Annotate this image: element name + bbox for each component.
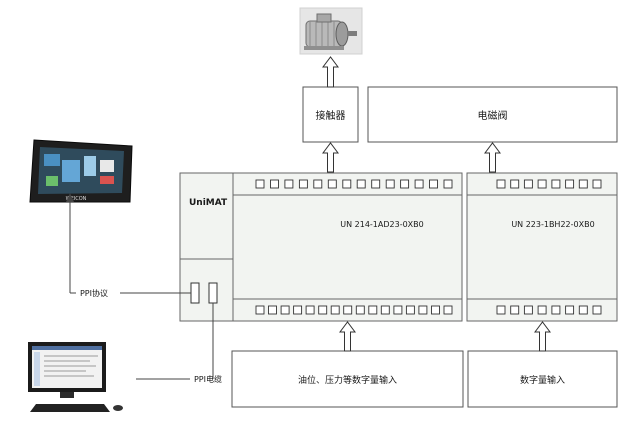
terminal-block (537, 305, 547, 315)
terminal-block (293, 305, 303, 315)
cpu-input-box (231, 350, 464, 408)
terminal-block (270, 179, 279, 189)
plc-cpu-module (179, 172, 463, 322)
terminal-block (565, 179, 575, 189)
terminal-block (443, 179, 453, 189)
terminal-block (313, 179, 323, 189)
terminal-block (330, 305, 340, 315)
terminal-block (318, 305, 328, 315)
cpu-model-label: UN 214-1AD23-0XB0 (340, 220, 423, 229)
terminal-block (578, 305, 588, 315)
terminal-block (523, 305, 533, 315)
hmi-touch-panel-icon: WEICON (29, 139, 133, 203)
terminal-block (510, 305, 520, 315)
desktop-computer-icon (28, 342, 123, 412)
cpu-bottom-terminal-strip (255, 305, 453, 315)
terminal-block (551, 305, 561, 315)
terminal-block (400, 179, 410, 189)
solenoid-valve-box (367, 86, 618, 143)
terminal-block (327, 179, 337, 189)
ppi-cable-label: PPI电缆 (194, 374, 222, 384)
terminal-block (342, 179, 352, 189)
ppi-protocol-label: PPI协议 (80, 288, 108, 298)
terminal-block (284, 179, 294, 189)
terminal-block (371, 179, 381, 189)
terminal-block (255, 179, 265, 189)
contactor-label: 接触器 (316, 109, 346, 122)
terminal-block (305, 305, 315, 315)
terminal-block (385, 179, 395, 189)
terminal-block (368, 305, 378, 315)
terminal-block (431, 305, 440, 315)
expansion-model-label: UN 223-1BH22-0XB0 (511, 220, 594, 229)
ppi-port-hmi (190, 282, 200, 304)
terminal-block (343, 305, 353, 315)
electric-motor-icon (299, 7, 363, 55)
terminal-block (380, 305, 390, 315)
terminal-block (414, 179, 424, 189)
terminal-block (268, 305, 277, 315)
arrow-input-to-expansion (534, 321, 551, 352)
terminal-block (418, 305, 428, 315)
terminal-block (565, 305, 575, 315)
hmi-brand-text: WEICON (66, 196, 87, 202)
terminal-block (429, 179, 438, 189)
arrow-expansion-to-valve (484, 142, 501, 173)
terminal-block (592, 305, 602, 315)
terminal-block (496, 305, 506, 315)
terminal-block (523, 179, 533, 189)
terminal-block (280, 305, 290, 315)
plc-brand-label: UniMAT (189, 198, 228, 208)
terminal-block (393, 305, 403, 315)
plc-expansion-module (466, 172, 618, 322)
terminal-block (592, 179, 602, 189)
terminal-block (405, 305, 415, 315)
cpu-input-label: 油位、压力等数字量输入 (298, 374, 397, 386)
terminal-block (443, 305, 453, 315)
terminal-block (551, 179, 561, 189)
arrow-to-hmi (66, 193, 74, 202)
arrow-cpu-to-contactor (322, 142, 339, 173)
cpu-top-terminal-strip (255, 179, 453, 189)
terminal-block (355, 305, 365, 315)
ppi-port-pc (208, 282, 218, 304)
terminal-block (537, 179, 547, 189)
terminal-block (298, 179, 308, 189)
arrow-input-to-cpu (339, 321, 356, 352)
arrow-contactor-to-motor (322, 56, 339, 88)
terminal-block (356, 179, 366, 189)
expansion-input-label: 数字量输入 (520, 374, 565, 386)
expansion-top-terminal-strip (496, 179, 602, 189)
terminal-block (496, 179, 506, 189)
expansion-bottom-terminal-strip (496, 305, 602, 315)
terminal-block (578, 179, 588, 189)
terminal-block (255, 305, 265, 315)
solenoid-valve-label: 电磁阀 (478, 109, 508, 122)
terminal-block (510, 179, 520, 189)
expansion-input-box (467, 350, 618, 408)
